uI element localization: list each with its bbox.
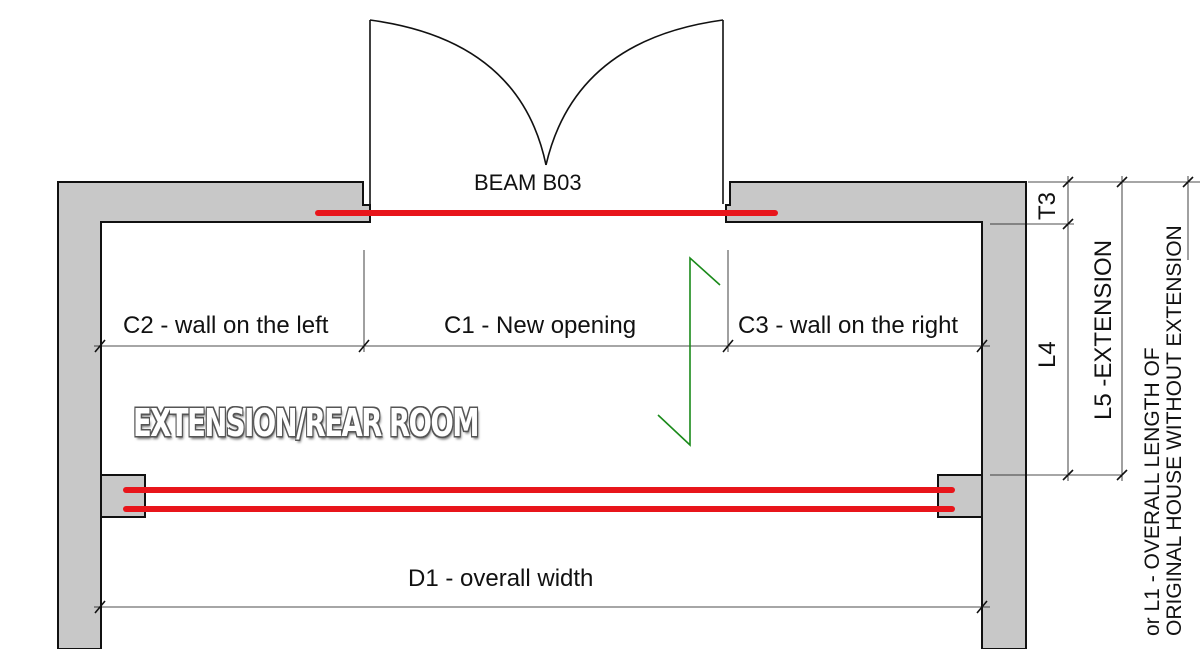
d1-dimension	[94, 600, 990, 614]
d1-label: D1 - overall width	[408, 565, 594, 592]
l1-label-line2: ORIGINAL HOUSE WITHOUT EXTENSION	[1163, 225, 1186, 636]
right-door-swing	[545, 19, 724, 166]
c3-label: C3 - wall on the right	[738, 312, 959, 339]
l1-dimension	[1182, 176, 1194, 260]
double-door	[369, 19, 724, 204]
t3-label: T3	[1034, 191, 1061, 220]
right-wall	[725, 181, 1027, 649]
c2-label: C2 - wall on the left	[123, 312, 329, 339]
left-wall	[57, 181, 371, 649]
c1-label: C1 - New opening	[444, 312, 637, 339]
t3-l4-dimension	[1062, 176, 1074, 481]
break-line	[657, 256, 721, 447]
l5-label: L5 -EXTENSION	[1090, 239, 1117, 420]
c-dimension	[94, 339, 990, 353]
left-door-swing	[369, 19, 547, 166]
l1-label-line1: or L1 - OVERALL LENGTH OF	[1141, 347, 1164, 636]
beam-label: BEAM B03	[474, 170, 582, 195]
l5-dimension	[1116, 176, 1128, 481]
room-label: EXTENSION/REAR ROOM	[133, 401, 479, 445]
walls	[57, 181, 1027, 649]
l4-label: L4	[1034, 341, 1061, 368]
